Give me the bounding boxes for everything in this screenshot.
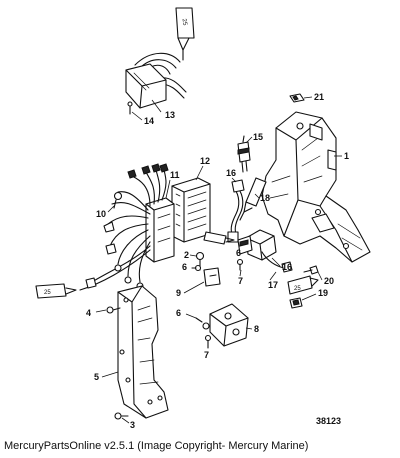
callout-14: 14: [144, 116, 154, 126]
tube-label-top: 25: [181, 18, 188, 26]
screw-part-3: [114, 412, 129, 420]
mounting-plate-part-5: [117, 285, 169, 419]
switch-box-part-11: [145, 197, 175, 263]
screw-part-6-lower: [195, 317, 210, 330]
callout-13: 13: [165, 110, 175, 120]
callout-19: 19: [318, 288, 328, 298]
callout-5: 5: [94, 372, 99, 382]
clip-part-19: [289, 297, 303, 309]
parts-diagram: 25 13 14 21: [35, 7, 371, 430]
bracket-part-9: [203, 267, 221, 287]
wiring-harness: [79, 163, 169, 291]
callout-8: 8: [254, 324, 259, 334]
callout-6-mid: 6: [236, 248, 241, 258]
callout-15: 15: [253, 132, 263, 142]
callout-4: 4: [86, 308, 91, 318]
tube-label-left: 25: [44, 290, 51, 296]
screw-part-7: [204, 334, 212, 349]
screw-part-20: [303, 265, 319, 275]
clip-part-21: [289, 93, 305, 103]
sealant-tube-right: 25: [287, 275, 319, 295]
regulator-part-13: [125, 52, 187, 109]
sealant-tube-part-18: [239, 177, 267, 221]
callout-6-lower: 6: [176, 308, 181, 318]
sensor-part-15: [237, 135, 251, 173]
callout-7-upper: 7: [238, 276, 243, 286]
figure-number: 38123: [316, 416, 341, 426]
sealant-tube-top: 25: [175, 7, 195, 61]
callout-2: 2: [184, 250, 189, 260]
callout-11: 11: [170, 170, 180, 180]
screw-part-6-mid: [236, 258, 244, 271]
callout-10: 10: [96, 209, 106, 219]
copyright-caption: MercuryPartsOnline v2.5.1 (Image Copyrig…: [4, 440, 309, 452]
callout-7-lower: 7: [204, 350, 209, 360]
ignition-coil: [237, 229, 293, 273]
sealant-tube-left: 25: [35, 283, 77, 299]
ignition-bracket-part-1: [261, 111, 371, 263]
screw-part-10: [113, 191, 123, 209]
callout-16-bottom: 16: [282, 262, 292, 272]
switch-box-part-12: [171, 177, 211, 243]
tube-label-right: 25: [294, 286, 301, 292]
callout-17: 17: [268, 280, 278, 290]
callout-12: 12: [200, 156, 210, 166]
module-part-8: [209, 303, 249, 347]
callout-9: 9: [176, 288, 181, 298]
tube-part-small: [203, 231, 235, 245]
screw-part-6-upper: [191, 264, 202, 272]
screw-part-4: [106, 306, 121, 314]
callout-20: 20: [324, 276, 334, 286]
screw-part-14: [127, 101, 133, 115]
callout-3: 3: [130, 420, 135, 430]
callout-6-upper: 6: [182, 262, 187, 272]
callout-1: 1: [344, 151, 349, 161]
wire-lead-part-16: [227, 179, 245, 243]
resistor-part-2: [195, 251, 205, 271]
callout-18: 18: [260, 193, 270, 203]
callout-16-top: 16: [226, 168, 236, 178]
callout-21: 21: [314, 92, 324, 102]
